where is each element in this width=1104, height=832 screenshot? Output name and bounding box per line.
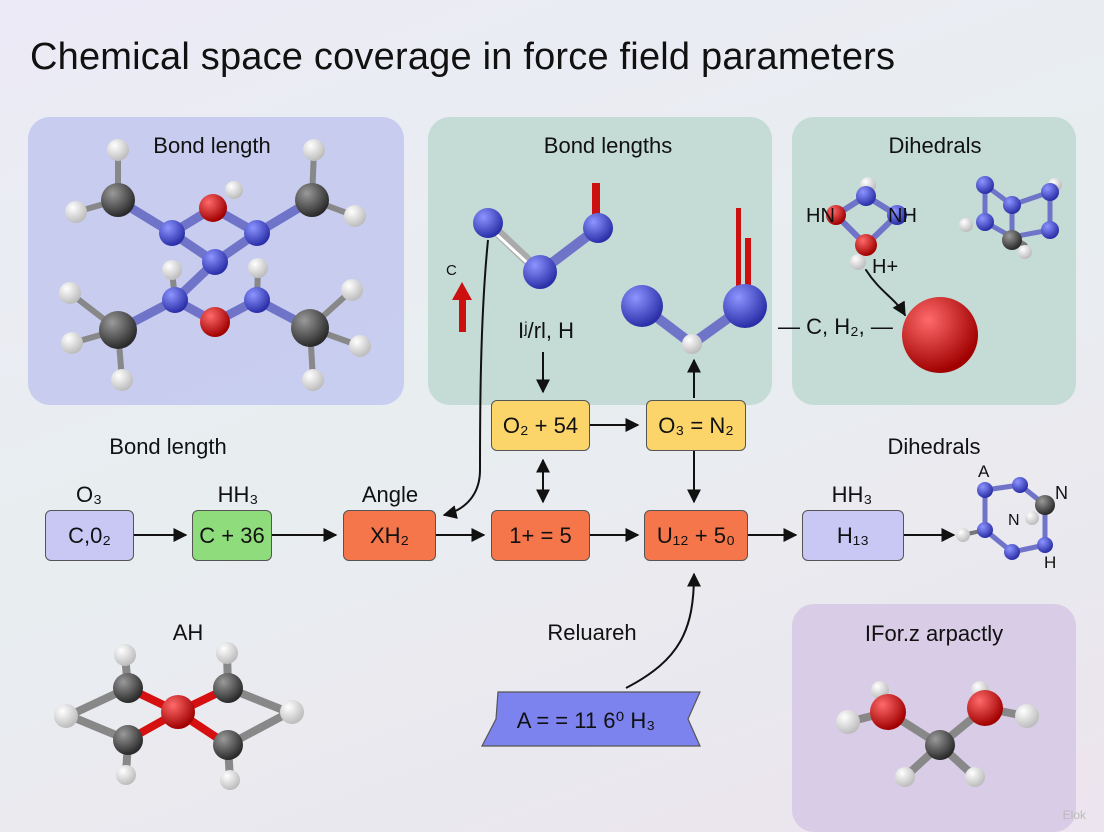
- panel-label-bond-lengths: Bond lengths: [543, 133, 673, 158]
- formula-banner: [481, 691, 701, 747]
- molecule-top-right: [826, 176, 1062, 373]
- node-c-o2: C,0₂: [45, 510, 134, 561]
- molecule-top-left: [59, 139, 371, 391]
- banner-label: A = = 11 6⁰ H₃: [516, 708, 656, 733]
- node-above-hh3-left: HH₃: [217, 482, 259, 507]
- panel-label-bond-length: Bond length: [153, 133, 271, 158]
- label-bond-length-mid: Bond length: [109, 434, 227, 459]
- node-above-hh3-right: HH₃: [831, 482, 873, 507]
- node-o3-eq-n2: O₃ = N₂: [646, 400, 746, 451]
- molecule-bottom-left: [54, 642, 304, 790]
- label-c-h2: — C, H₂, —: [778, 314, 893, 339]
- label-iyrl-h: Iʲ/rl, H: [517, 318, 575, 343]
- diagram-title: Chemical space coverage in force field p…: [30, 36, 896, 78]
- node-xh2: XH₂: [343, 510, 436, 561]
- label-ah: AH: [172, 620, 204, 645]
- label-reluareh: Reluareh: [547, 620, 637, 645]
- label-mol-h: H: [1044, 553, 1057, 572]
- node-1-plus-5: 1+ = 5: [491, 510, 590, 561]
- node-c-plus-36: C + 36: [192, 510, 272, 561]
- label-nh: NH: [888, 205, 917, 227]
- label-mol-a: A: [978, 462, 990, 481]
- watermark: Elok: [1062, 808, 1086, 822]
- node-above-o3: O₃: [75, 482, 103, 507]
- arrows: [134, 239, 956, 689]
- label-hn: HN: [806, 205, 835, 227]
- label-mol-n: N: [1055, 483, 1068, 503]
- node-o2-plus-54: O₂ + 54: [491, 400, 590, 451]
- molecule-top-middle: [452, 183, 767, 354]
- label-mol-n2: N: [1008, 512, 1020, 529]
- label-h-plus: H+: [872, 256, 899, 278]
- panel-label-dihedrals: Dihedrals: [888, 133, 982, 158]
- label-dihedrals-mid: Dihedrals: [887, 434, 981, 459]
- node-h13: H₁₃: [802, 510, 904, 561]
- molecule-right-middle: [956, 477, 1055, 560]
- node-u12-plus-50: U₁₂ + 5₀: [644, 510, 748, 561]
- molecule-bottom-right: [836, 681, 1039, 787]
- label-c-small: C: [446, 262, 457, 279]
- node-above-angle: Angle: [361, 482, 419, 507]
- panel-label-ifor-arpactly: IFor.z arpactly: [864, 621, 1004, 646]
